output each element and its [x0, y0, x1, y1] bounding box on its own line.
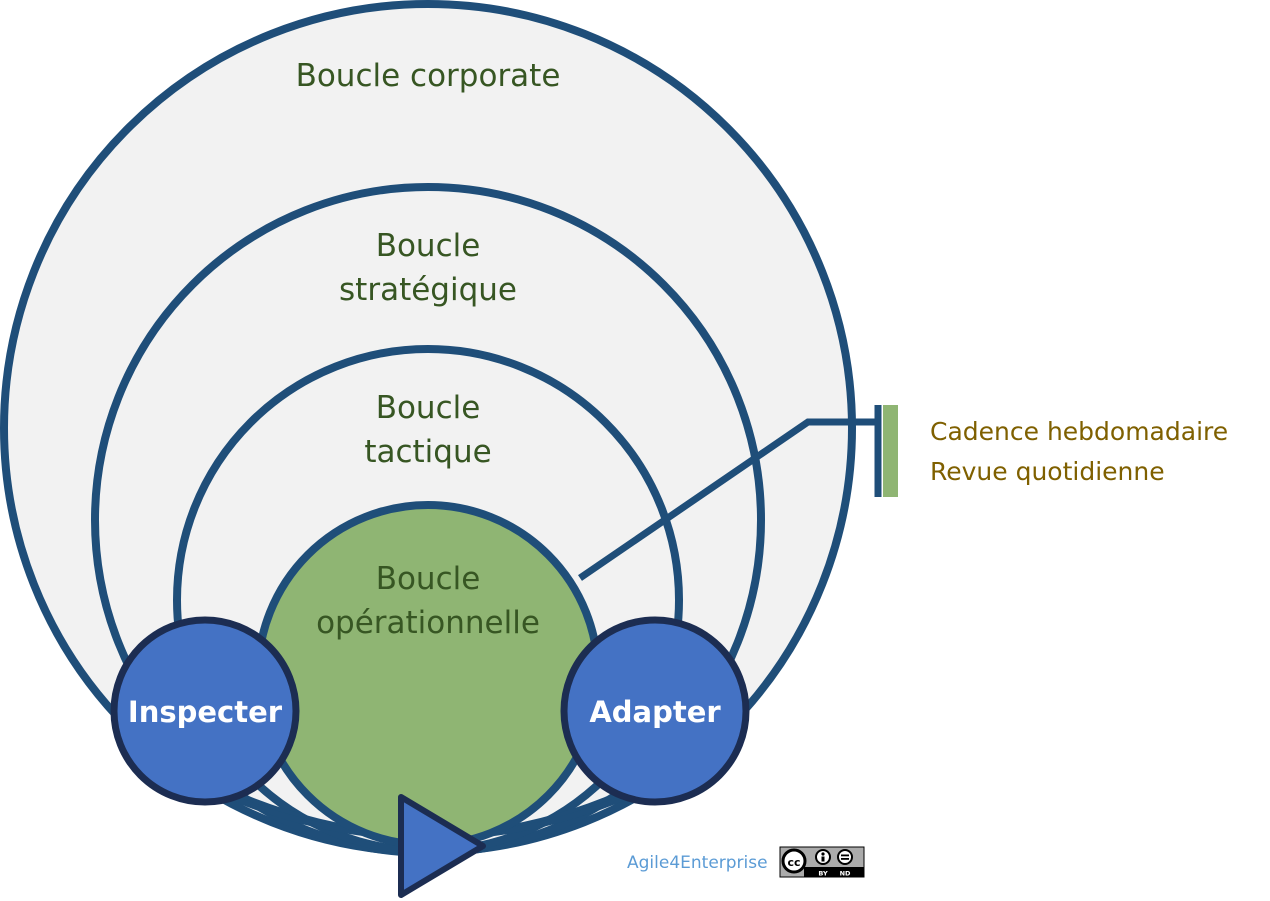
tactical-loop-label-line2: tactique	[364, 434, 491, 470]
license-badge: cc BY ND	[779, 846, 865, 878]
strategic-loop-label-line2: stratégique	[339, 272, 517, 308]
license-badge-bottom	[804, 867, 864, 877]
inspect-stage-circle	[110, 616, 300, 806]
inspect-stage-label: Inspecter	[128, 695, 283, 729]
operational-loop-label-line2: opérationnelle	[316, 605, 540, 641]
operational-loop-label-line1: Boucle	[376, 561, 481, 597]
cadence-bar	[883, 405, 898, 497]
cadence-line-weekly: Cadence hebdomadaire	[930, 417, 1228, 446]
no-derivatives-icon-bar-top	[841, 854, 849, 857]
no-derivatives-icon	[837, 849, 853, 865]
inspect-stage: Inspecter	[110, 616, 300, 806]
cadence-connector-line	[578, 418, 878, 581]
corporate-loop-label: Boucle corporate	[296, 58, 561, 94]
credit-label: Agile4Enterprise	[627, 853, 768, 873]
tactical-loop-label-line1: Boucle	[376, 390, 481, 426]
no-derivatives-icon-bar-bottom	[841, 858, 849, 860]
attribution-icon-head	[821, 852, 825, 856]
operational-loop-circle	[254, 501, 602, 849]
license-nd-text: ND	[840, 870, 851, 878]
adapt-stage: Adapter	[560, 616, 750, 806]
cc-icon-text: cc	[787, 856, 800, 869]
adapt-stage-circle	[560, 616, 750, 806]
cc-icon	[781, 848, 807, 874]
adapt-stage-label: Adapter	[589, 695, 721, 729]
cadence-line-daily: Revue quotidienne	[930, 457, 1165, 486]
license-by-text: BY	[818, 870, 828, 878]
cycle-direction-arrow-icon	[398, 794, 486, 898]
attribution-icon-body	[821, 856, 825, 862]
strategic-loop-label-line1: Boucle	[376, 228, 481, 264]
